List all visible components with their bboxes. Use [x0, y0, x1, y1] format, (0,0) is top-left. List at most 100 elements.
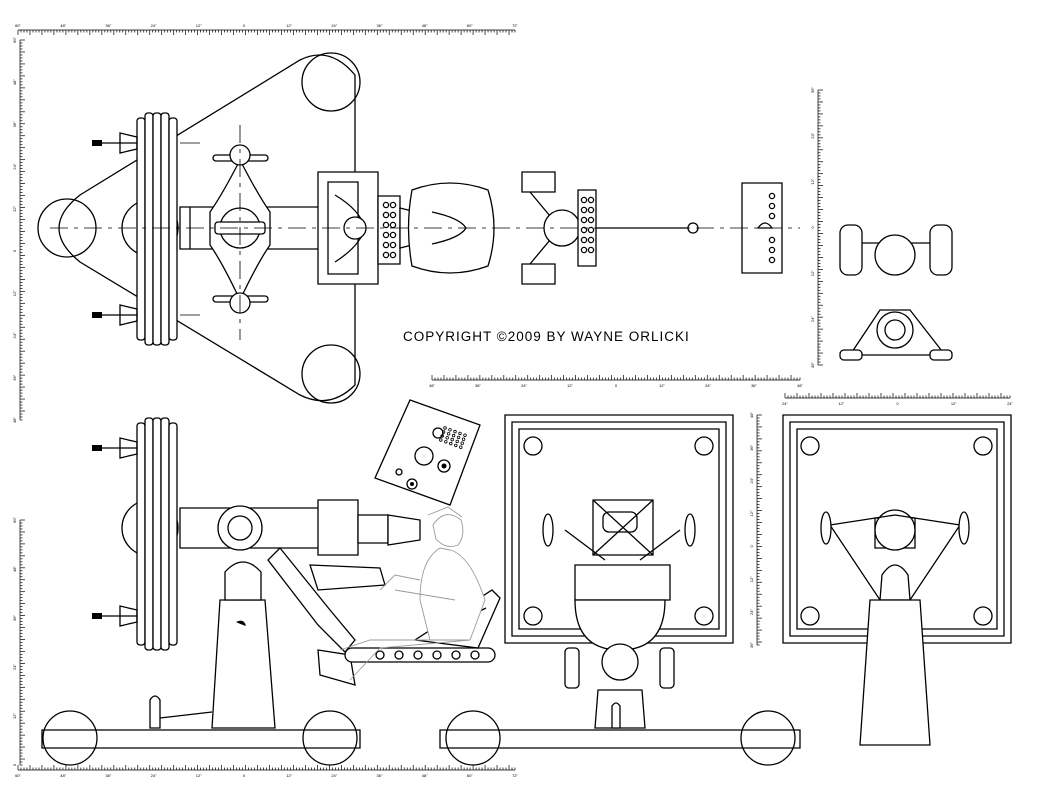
- ruler-label: 0: [243, 773, 246, 778]
- bar-hole: [471, 651, 479, 659]
- ruler-label: 0: [243, 23, 246, 28]
- centerlines: [50, 125, 800, 340]
- base-foot-bottom: [302, 345, 360, 403]
- front-elevation: [440, 415, 800, 765]
- panel-button: [441, 435, 444, 438]
- ruler-label: 24": [331, 773, 337, 778]
- ruler-label: 60": [15, 23, 21, 28]
- bolt-hole: [769, 213, 774, 218]
- ruler-label: 0: [749, 545, 754, 548]
- rear-elevation: [783, 415, 1011, 745]
- ruler-label: 48": [60, 23, 66, 28]
- ruler-label: 36": [810, 86, 815, 92]
- panel-button: [450, 442, 453, 445]
- bolt-hole: [581, 227, 586, 232]
- bolt-hole: [769, 257, 774, 262]
- ruler-label: 60": [467, 773, 473, 778]
- bar-hole: [414, 651, 422, 659]
- ruler-label: 24": [1007, 401, 1013, 406]
- ruler-label: 36": [749, 641, 754, 647]
- ruler-label: 0: [810, 226, 815, 229]
- copyright-text: COPYRIGHT ©2009 BY WAYNE ORLICKI: [403, 329, 690, 344]
- panel-button: [457, 436, 460, 439]
- triangular-base-plate: [59, 55, 355, 401]
- ruler-label: 0: [896, 401, 899, 406]
- bolt-hole: [390, 222, 395, 227]
- left-vertical-ruler: 60"48"36"24"12"012"24"36"48": [12, 36, 25, 423]
- ruler-label: 48": [749, 411, 754, 417]
- ruler-label: 24": [749, 477, 754, 483]
- bolt-hole: [588, 227, 593, 232]
- bolt-hole: [581, 247, 586, 252]
- ruler-label: 48": [422, 773, 428, 778]
- ruler-label: 36": [105, 23, 111, 28]
- bolt-hole: [383, 222, 388, 227]
- base-foot-top: [302, 53, 360, 111]
- ruler-label: 60": [467, 23, 473, 28]
- front-ruler-ticks: [757, 415, 762, 645]
- panel-button: [446, 437, 449, 440]
- right-ruler-ticks: [785, 393, 1010, 398]
- left-bottom-ruler-ticks: [20, 520, 25, 765]
- ruler-label: 48": [60, 773, 66, 778]
- bolt-hole: [588, 217, 593, 222]
- bar-hole: [395, 651, 403, 659]
- bar-hole: [376, 651, 384, 659]
- bolt-hole: [588, 207, 593, 212]
- right-ruler-labels: 24" 12" 0 12" 24": [782, 401, 1013, 406]
- ruler-label: 36": [749, 444, 754, 450]
- end-view: [840, 225, 952, 360]
- ruler-label: 12": [286, 23, 292, 28]
- ruler-label: 24": [521, 383, 527, 388]
- bolt-hole: [588, 237, 593, 242]
- bolt-hole: [581, 197, 586, 202]
- ruler-label: 24": [810, 132, 815, 138]
- counterweight-rods: [92, 133, 200, 325]
- ruler-label: 48": [12, 416, 17, 422]
- ruler-label: 60": [12, 516, 17, 522]
- ruler-label: 12": [12, 205, 17, 211]
- ruler-label: 24": [151, 773, 157, 778]
- bolt-hole: [588, 247, 593, 252]
- ruler-label: 24": [331, 23, 337, 28]
- ruler-label: 12": [749, 576, 754, 582]
- ruler-label: 12": [838, 401, 844, 406]
- mid-ruler-ticks: [432, 375, 800, 380]
- plan-view: [38, 53, 800, 403]
- pedestal: [212, 600, 275, 728]
- ruler-label: 60": [15, 773, 21, 778]
- bolt-hole: [581, 207, 586, 212]
- ruler-label: 12": [810, 270, 815, 276]
- bolt-hole: [383, 242, 388, 247]
- ruler-label: 12": [810, 178, 815, 184]
- panel-button: [445, 441, 448, 444]
- ruler-label: 24": [12, 332, 17, 338]
- bolt-hole: [581, 237, 586, 242]
- left-ruler-labels: 60"48"36"24"12"012"24"36"48": [12, 36, 17, 422]
- bolt-hole: [390, 242, 395, 247]
- ruler-label: 24": [749, 609, 754, 615]
- ruler-label: 24": [782, 401, 788, 406]
- panel-button: [459, 432, 462, 435]
- ruler-label: 24": [12, 163, 17, 169]
- ruler-label: 24": [151, 23, 157, 28]
- ruler-label: 12": [12, 712, 17, 718]
- ruler-label: 12": [951, 401, 957, 406]
- bolt-hole: [588, 197, 593, 202]
- panel-button: [460, 446, 463, 449]
- bolt-hole: [383, 202, 388, 207]
- ruler-label: 48": [12, 565, 17, 571]
- side-ruler-ticks: [818, 90, 823, 365]
- flywheel-side: [92, 418, 178, 650]
- top-ruler-ticks: [18, 30, 515, 35]
- ruler-label: 12": [659, 383, 665, 388]
- front-vertical-ruler: 48"36"24"12"012"24"36": [749, 411, 762, 648]
- ruler-label: 60": [12, 36, 17, 42]
- bolt-hole: [769, 247, 774, 252]
